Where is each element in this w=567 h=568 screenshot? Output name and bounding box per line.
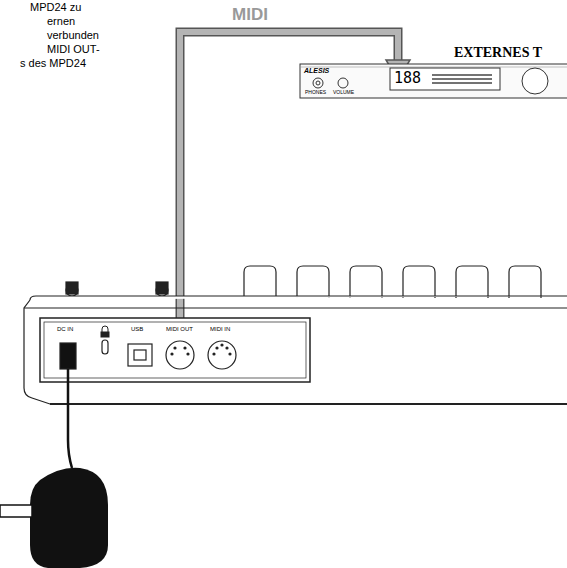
callout-text: ernen bbox=[47, 15, 75, 27]
port-label: USB bbox=[131, 326, 143, 333]
display-digits: 188 bbox=[394, 70, 421, 87]
device-title: EXTERNES T bbox=[454, 45, 542, 60]
rack-module bbox=[300, 64, 567, 98]
mpd24-device bbox=[24, 266, 567, 404]
signal-name: MIDI bbox=[232, 6, 268, 25]
port-label: MIDI OUT bbox=[166, 326, 193, 333]
brand-logo: ALESIS bbox=[304, 67, 329, 75]
callout-text: s des MPD24 bbox=[20, 57, 86, 69]
knob-label: VOLUME bbox=[333, 90, 354, 96]
callout-text: verbunden bbox=[47, 29, 99, 41]
callout-text: MPD24 zu bbox=[30, 1, 81, 13]
power-adapter bbox=[0, 369, 108, 568]
port-label: MIDI IN bbox=[210, 326, 230, 333]
callout-text: MIDI OUT- bbox=[47, 43, 100, 55]
knob-label: PHONES bbox=[305, 90, 326, 96]
port-label: DC IN bbox=[57, 326, 73, 333]
